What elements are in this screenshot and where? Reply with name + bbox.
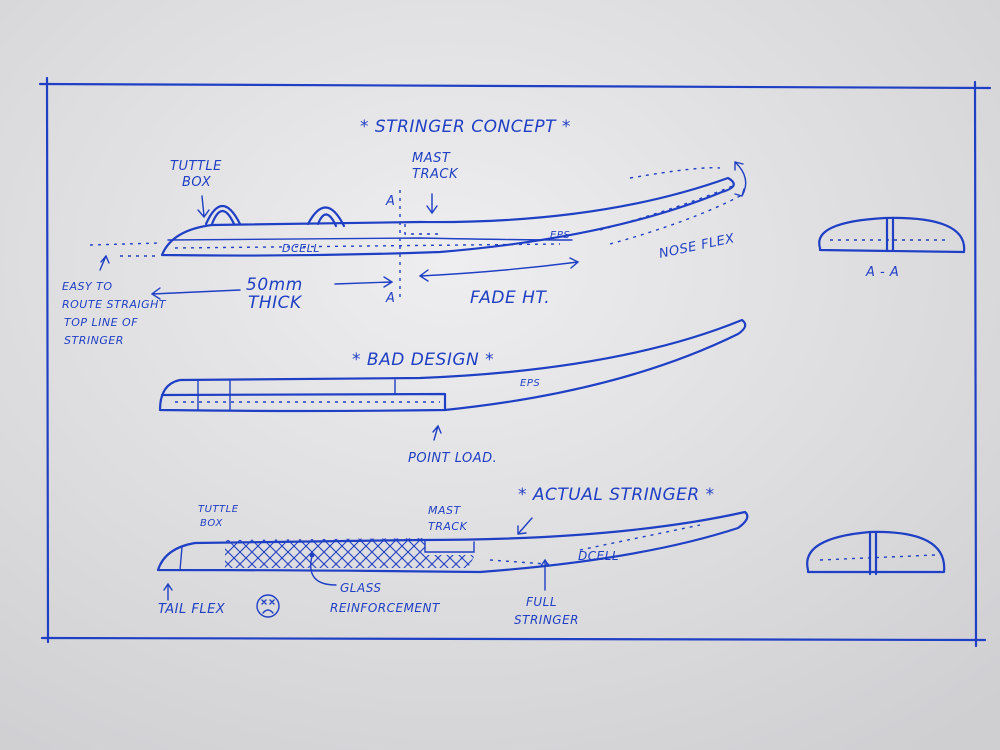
mast-label: MAST xyxy=(428,504,461,517)
board-outline xyxy=(160,176,735,257)
drawing-border xyxy=(38,76,992,648)
leader-line xyxy=(310,555,337,586)
nose-flex-lines xyxy=(599,167,741,245)
actual-stringer-title: * ACTUAL STRINGER * xyxy=(518,485,715,505)
mast-track-outline xyxy=(424,540,475,553)
stringer-concept-section: * STRINGER CONCEPT * TUTTLE BOX MAST TRA… xyxy=(62,117,966,347)
box-label: BOX xyxy=(182,175,212,190)
straight-line-extension xyxy=(89,242,161,257)
easy-note-line: TOP LINE OF xyxy=(64,316,138,329)
dcell-label: DCELL xyxy=(578,549,619,563)
strap-loop xyxy=(306,206,346,228)
tuttle-box-fin xyxy=(204,205,242,226)
bad-design-title: * BAD DESIGN * xyxy=(352,350,494,370)
arrow-icon xyxy=(540,558,550,591)
arrow-icon xyxy=(426,193,438,215)
concept-title: * STRINGER CONCEPT * xyxy=(360,117,571,137)
arrow-icon xyxy=(432,424,442,441)
bad-design-section: * BAD DESIGN * EPS POINT LOAD. xyxy=(158,318,747,466)
arrow-icon xyxy=(150,287,241,300)
box-label: BOX xyxy=(200,518,223,529)
arrow-icon xyxy=(197,195,210,219)
board-outline xyxy=(156,510,749,574)
leader-dot xyxy=(309,552,315,558)
tail-flex-label: TAIL FLEX xyxy=(158,602,226,617)
arrow-icon xyxy=(517,517,533,535)
dcell-core xyxy=(167,237,573,241)
dcell-stipple xyxy=(174,243,561,249)
section-lines xyxy=(197,379,396,411)
glass-label: GLASS xyxy=(340,581,382,595)
easy-note-line: STRINGER xyxy=(64,334,124,347)
section-a-a-label: A - A xyxy=(865,265,899,280)
tuttle-label: TUTTLE xyxy=(170,159,222,174)
easy-note-line: EASY TO xyxy=(62,280,113,293)
full-label: FULL xyxy=(526,595,557,609)
dead-face-icon xyxy=(256,594,280,618)
cross-section-actual xyxy=(806,530,946,576)
mast-track-outline xyxy=(404,224,440,235)
stringer-label: STRINGER xyxy=(514,613,579,627)
fade-height-label: FADE HT. xyxy=(470,288,550,308)
fade-arrow-icon xyxy=(418,257,580,282)
reinforcement-label: REINFORCEMENT xyxy=(330,601,441,615)
thickness-label: 50mm xyxy=(246,275,303,295)
mast-label: MAST xyxy=(412,151,451,166)
actual-stringer-section: * ACTUAL STRINGER * TUTTLE BOX MAST TRAC… xyxy=(156,485,946,627)
section-mark-bottom: A xyxy=(385,291,395,306)
easy-note-line: ROUTE STRAIGHT xyxy=(62,298,167,311)
eps-label: EPS xyxy=(550,230,570,241)
arrow-icon xyxy=(99,254,110,271)
thick-label: THICK xyxy=(248,293,303,313)
track-label: TRACK xyxy=(428,520,468,533)
arrow-icon xyxy=(163,582,173,601)
glass-reinforcement-hatch xyxy=(225,538,475,568)
point-load-label: POINT LOAD. xyxy=(408,451,497,466)
tail-line xyxy=(179,546,183,571)
nose-flex-arrow xyxy=(734,161,747,197)
dcell-label: DCELL xyxy=(282,242,320,255)
section-mark-top: A xyxy=(385,194,395,209)
tuttle-label: TUTTLE xyxy=(198,504,239,515)
eps-label: EPS xyxy=(520,378,540,389)
cross-section-a-a xyxy=(818,216,966,254)
track-label: TRACK xyxy=(412,167,459,182)
board-outline xyxy=(158,318,747,413)
arrow-icon xyxy=(334,276,394,288)
stringer-step xyxy=(160,392,447,412)
